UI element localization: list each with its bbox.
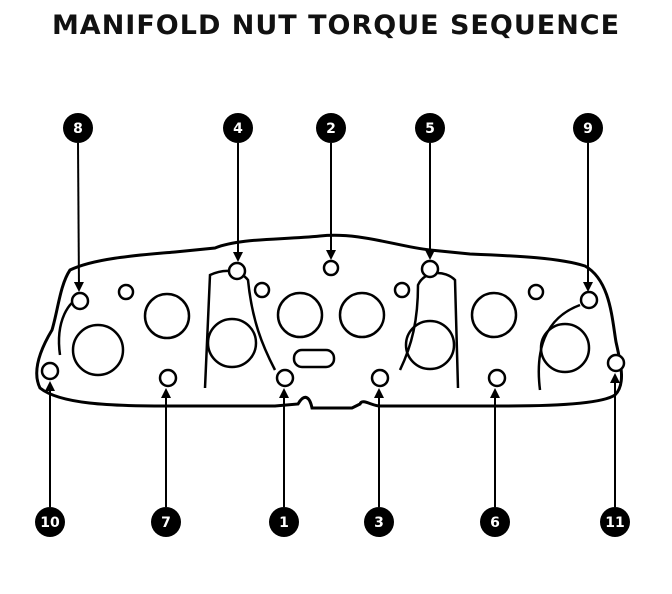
callout-number: 10 bbox=[40, 515, 60, 531]
callout-badge bbox=[35, 507, 65, 537]
callout-badge bbox=[316, 113, 346, 143]
callout-2: 2 bbox=[316, 113, 346, 143]
locator-hole bbox=[117, 283, 135, 301]
stud-holes bbox=[40, 259, 626, 388]
callout-7: 7 bbox=[151, 507, 181, 537]
port-cowl-lines bbox=[57, 269, 581, 391]
callout-badge bbox=[415, 113, 445, 143]
callout-1: 1 bbox=[269, 507, 299, 537]
callout-number: 6 bbox=[490, 515, 500, 531]
callout-10: 10 bbox=[35, 507, 65, 537]
callout-number: 1 bbox=[279, 515, 289, 531]
callout-number: 7 bbox=[161, 515, 171, 531]
port-opening bbox=[71, 323, 125, 377]
stud-hole-7 bbox=[158, 368, 178, 388]
locator-hole bbox=[393, 281, 411, 299]
gasket-outline bbox=[35, 233, 623, 410]
port-opening bbox=[338, 291, 386, 339]
callout-badge bbox=[269, 507, 299, 537]
callout-badge bbox=[151, 507, 181, 537]
callout-badge bbox=[63, 113, 93, 143]
callout-badge bbox=[600, 507, 630, 537]
locator-holes bbox=[117, 281, 545, 301]
port-opening bbox=[206, 317, 258, 369]
callout-number: 9 bbox=[583, 121, 593, 137]
stud-hole-8 bbox=[70, 291, 90, 311]
stud-hole-6 bbox=[487, 368, 507, 388]
stud-hole-2 bbox=[322, 259, 340, 277]
stud-hole-10 bbox=[40, 361, 60, 381]
stud-hole-9 bbox=[579, 290, 599, 310]
callout-number: 11 bbox=[605, 515, 624, 531]
port-opening bbox=[143, 292, 191, 340]
callout-8: 8 bbox=[63, 113, 93, 143]
callout-badge bbox=[480, 507, 510, 537]
stud-hole-5 bbox=[420, 259, 440, 279]
callout-number: 8 bbox=[73, 121, 83, 137]
diagram-title: MANIFOLD NUT TORQUE SEQUENCE bbox=[51, 10, 621, 41]
cowl-line bbox=[537, 303, 581, 391]
port-opening bbox=[276, 291, 324, 339]
locator-hole bbox=[527, 283, 545, 301]
callout-badge bbox=[573, 113, 603, 143]
stud-hole-3 bbox=[370, 368, 390, 388]
cowl-line bbox=[203, 269, 277, 389]
port-openings bbox=[71, 291, 591, 377]
callout-badge bbox=[223, 113, 253, 143]
stud-hole-4 bbox=[227, 261, 247, 281]
port-opening bbox=[404, 319, 456, 371]
locator-hole bbox=[253, 281, 271, 299]
callout-3: 3 bbox=[364, 507, 394, 537]
stud-hole-1 bbox=[275, 368, 295, 388]
callout-4: 4 bbox=[223, 113, 253, 143]
callout-11: 11 bbox=[600, 507, 630, 537]
callout-badge bbox=[364, 507, 394, 537]
callout-9: 9 bbox=[573, 113, 603, 143]
port-opening bbox=[470, 291, 518, 339]
cowl-line bbox=[398, 271, 460, 389]
callout-number: 4 bbox=[233, 121, 243, 137]
gasket-center-slot bbox=[292, 348, 336, 369]
callout-5: 5 bbox=[415, 113, 445, 143]
callout-number: 2 bbox=[326, 121, 336, 137]
callout-6: 6 bbox=[480, 507, 510, 537]
stud-hole-11 bbox=[606, 353, 626, 373]
leader-arrows bbox=[45, 142, 620, 507]
leader-arrow-8 bbox=[73, 142, 84, 292]
callout-number: 5 bbox=[425, 121, 435, 137]
callout-number: 3 bbox=[374, 515, 384, 531]
